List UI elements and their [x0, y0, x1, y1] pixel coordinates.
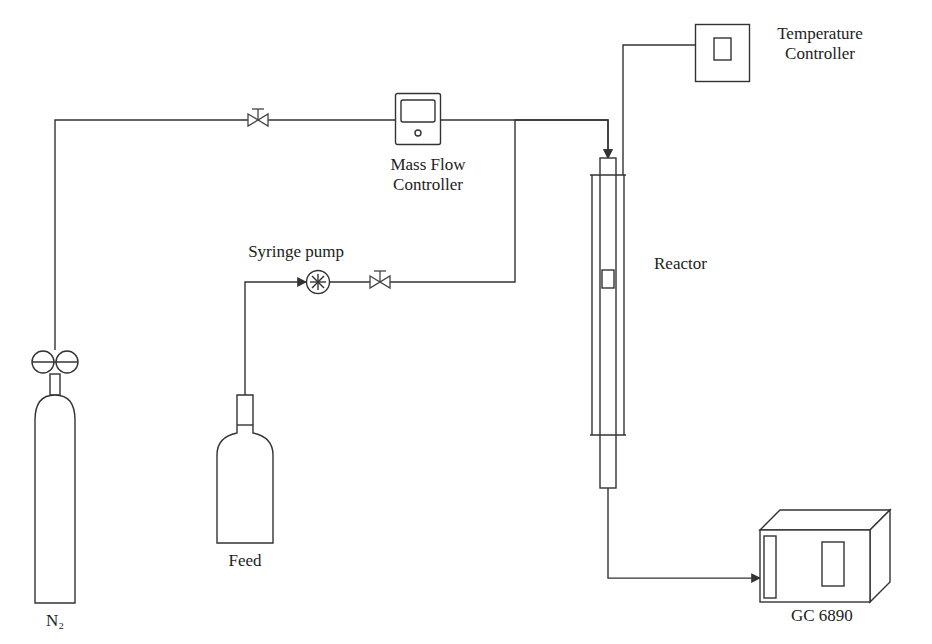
pipe-line — [245, 282, 306, 395]
node-label: Mass Flow Controller — [378, 155, 478, 194]
node-label: GC 6890 — [791, 606, 853, 626]
temperature-controller: Temperature Controller — [695, 24, 750, 82]
needle-valve — [248, 109, 268, 126]
reactor-tube-outline — [590, 158, 626, 488]
pipe-line — [441, 120, 608, 158]
pump-symbol: Syringe pump — [306, 270, 330, 294]
mass-flow-controller: Mass Flow Controller — [395, 93, 441, 145]
mass-flow-controller-outline — [395, 93, 441, 145]
pump-symbol-outline — [306, 270, 330, 294]
node-label: Reactor — [654, 254, 707, 274]
reactor-tube: Reactor — [590, 158, 626, 488]
pipe-line — [330, 120, 608, 282]
node-label: Feed — [228, 551, 261, 571]
gas-cylinder: N₂ — [30, 350, 80, 605]
temperature-controller-outline — [695, 24, 750, 82]
pipe-line — [55, 120, 395, 350]
needle-valve — [370, 271, 390, 288]
gas-cylinder-outline — [30, 350, 80, 605]
gas-chromatograph-outline — [760, 510, 890, 602]
node-label: Syringe pump — [248, 242, 344, 262]
feed-bottle-outline — [215, 395, 275, 545]
pipe-line — [623, 45, 695, 175]
feed-bottle: Feed — [215, 395, 275, 545]
pipe-line — [608, 488, 760, 578]
node-label: Temperature Controller — [764, 24, 876, 63]
gas-chromatograph: GC 6890 — [760, 510, 890, 602]
node-label: N₂ — [46, 611, 64, 631]
